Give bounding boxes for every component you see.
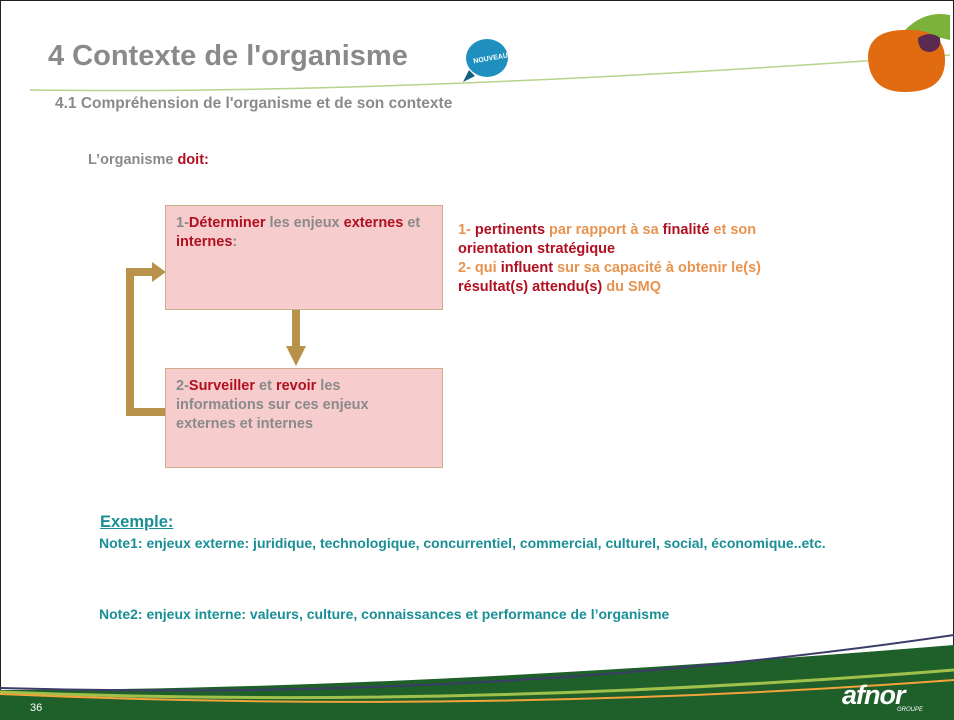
step1-text: les enjeux xyxy=(265,215,344,231)
step-box-monitor: 2-Surveiller et revoir les informations … xyxy=(165,368,443,468)
logo-purple-dot xyxy=(918,34,941,52)
step2-verb2: revoir xyxy=(275,378,317,394)
note-2: Note2: enjeux interne: valeurs, culture,… xyxy=(99,606,670,622)
flow-arrows xyxy=(126,262,306,416)
step2-number: 2- xyxy=(176,378,189,394)
down-arrow-shaft xyxy=(292,310,300,348)
header-decoration xyxy=(29,14,951,92)
step2-text: les informations sur ces enjeux externes… xyxy=(176,378,369,432)
new-badge-icon: NOUVEAU! xyxy=(463,39,511,82)
step1-external: externes xyxy=(343,215,404,231)
criteria-text: 1- pertinents par rapport à sa finalité … xyxy=(458,221,878,297)
step1-internal: internes xyxy=(176,234,233,250)
note-1: Note1: enjeux externe: juridique, techno… xyxy=(99,535,826,551)
step1-verb: Déterminer xyxy=(188,215,266,231)
afnor-logo-subtitle: GROUPE xyxy=(897,707,924,713)
example-heading: Exemple: xyxy=(100,513,174,531)
criteria-line-2: orientation stratégique xyxy=(458,241,616,257)
loop-arrow-head xyxy=(152,262,166,282)
criteria-line-1: 1- pertinents par rapport à sa finalité … xyxy=(458,222,757,238)
step1-number: 1- xyxy=(176,215,189,231)
criteria-line-4: résultat(s) attendu(s) du SMQ xyxy=(458,279,662,295)
step2-verb1: Surveiller xyxy=(188,378,255,394)
page-title: 4 Contexte de l'organisme xyxy=(48,40,408,72)
loop-arrow-line xyxy=(126,268,165,416)
afnor-logo: afnor xyxy=(842,680,905,710)
step1-colon: : xyxy=(232,234,238,250)
step-box-determine: 1-Déterminer les enjeux externes et inte… xyxy=(165,205,443,310)
intro-line: L’organisme doit: xyxy=(88,152,209,168)
step1-and: et xyxy=(403,215,421,231)
section-subtitle: 4.1 Compréhension de l'organisme et de s… xyxy=(55,95,453,112)
intro-emphasis: doit: xyxy=(177,152,209,168)
criteria-line-3: 2- qui influent sur sa capacité à obteni… xyxy=(458,260,761,276)
page-number: 36 xyxy=(30,702,43,714)
intro-prefix: L’organisme xyxy=(88,152,178,168)
down-arrow-head xyxy=(286,346,306,366)
step2-and: et xyxy=(255,378,276,394)
logo-green-leaf xyxy=(905,14,950,40)
footer-decoration xyxy=(0,634,954,720)
